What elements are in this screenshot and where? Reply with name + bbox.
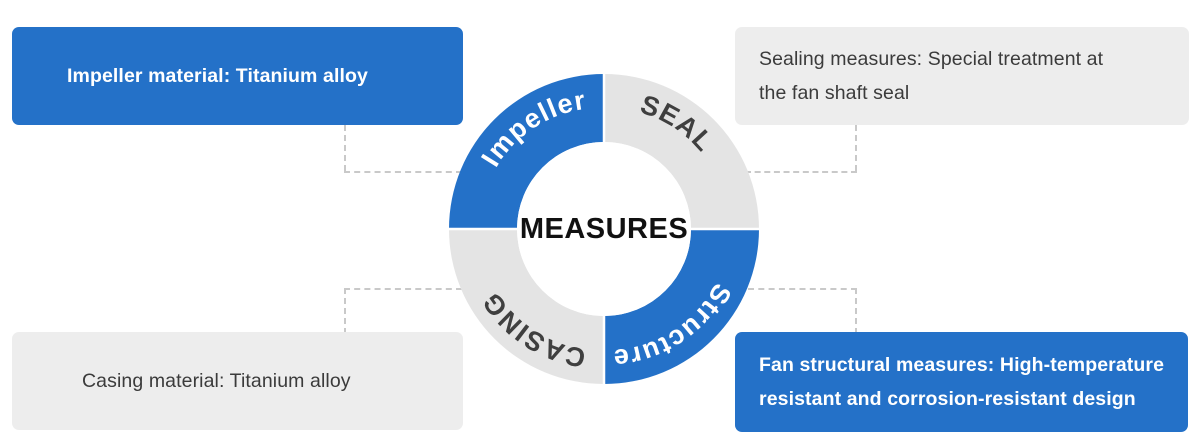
callout-casing-line-1: Casing material: Titanium alloy [82,369,351,392]
callout-casing[interactable]: Casing material: Titanium alloy [12,332,463,430]
connector-casing-vertical [344,288,346,334]
connector-structure-horizontal [748,288,857,290]
donut-segment-impeller[interactable] [449,74,604,229]
callout-impeller[interactable]: Impeller material: Titanium alloy [12,27,463,125]
donut-separators [449,74,759,384]
connector-seal-vertical [855,125,857,171]
donut-segment-seal[interactable] [604,74,759,229]
connector-impeller-horizontal [344,171,462,173]
donut-chart: Impeller SEAL Structure CASING MEASURES [448,73,760,385]
connector-casing-horizontal [344,288,462,290]
callout-impeller-line-1: Impeller material: Titanium alloy [67,64,368,87]
donut-segment-structure[interactable] [604,229,759,384]
connector-seal-horizontal [745,171,857,173]
callout-structure-line-1: Fan structural measures: High-temperatur… [759,353,1165,376]
callout-structure-line-2: resistant and corrosion-resistant design [759,388,1136,410]
callout-seal-line-2: the fan shaft seal [759,82,910,104]
donut-segment-casing[interactable] [449,229,604,384]
callout-structure[interactable]: Fan structural measures: High-temperatur… [735,332,1188,432]
connector-impeller-vertical [344,125,346,171]
donut-inner-hole [517,142,691,316]
callout-seal-line-1: Sealing measures: Special treatment at [759,47,1104,70]
donut-center-label: MEASURES [519,212,689,245]
callout-seal[interactable]: Sealing measures: Special treatment at t… [735,27,1189,125]
connector-structure-vertical [855,288,857,334]
donut-svg: Impeller SEAL Structure CASING [449,74,759,384]
